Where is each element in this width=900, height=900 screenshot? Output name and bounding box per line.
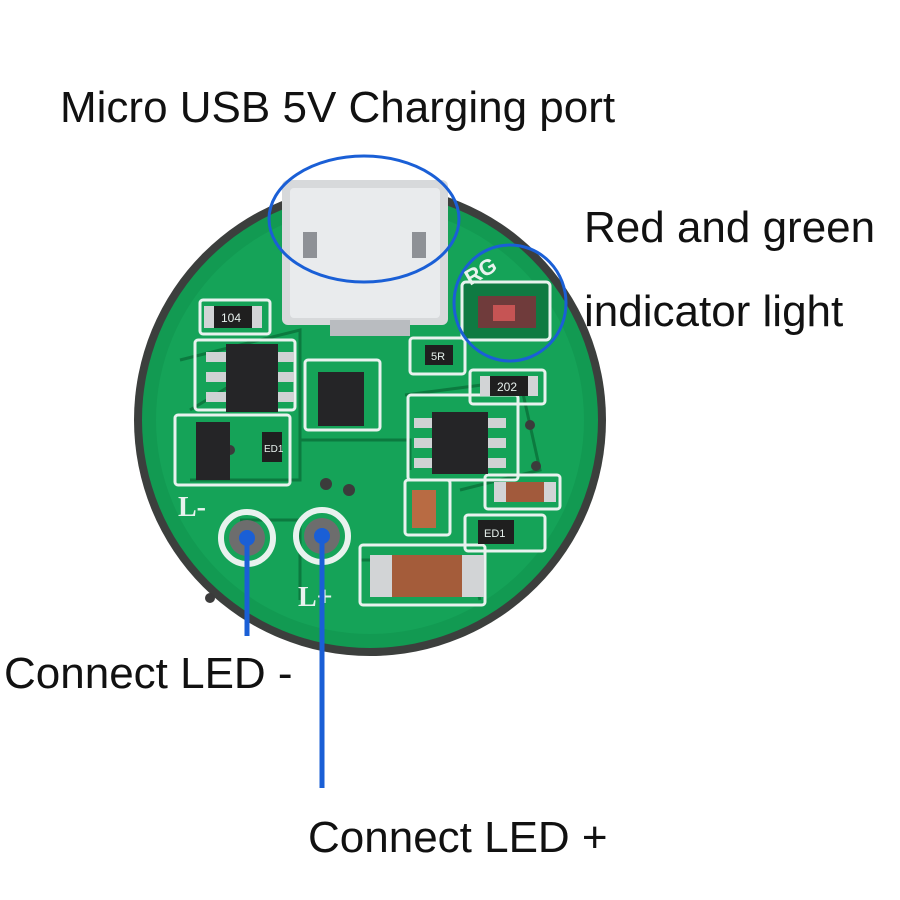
marking-104: 104 — [221, 311, 241, 325]
usb-connector — [282, 180, 448, 336]
label-led-positive: Connect LED + — [308, 813, 608, 862]
rg-led — [460, 280, 552, 342]
marking-ed1-left: ED1 — [264, 444, 284, 455]
ic-pins — [206, 352, 506, 468]
label-indicator-line2: indicator light — [584, 287, 844, 336]
label-indicator-line1: Red and green — [584, 203, 876, 252]
callout-usb-circle — [267, 154, 461, 284]
passives — [204, 306, 556, 597]
callout-led-circle — [452, 243, 568, 363]
label-led-negative: Connect LED - — [4, 649, 293, 698]
silk-l-plus: L+ — [298, 582, 333, 613]
marking-5r: 5R — [431, 351, 445, 363]
label-usb-port: Micro USB 5V Charging port — [60, 83, 616, 132]
vias — [205, 420, 541, 603]
silk-l-minus: L- — [178, 492, 206, 523]
marking-202: 202 — [497, 380, 517, 394]
marking-ed1-right: ED1 — [484, 528, 505, 540]
ic-chips — [196, 344, 488, 480]
